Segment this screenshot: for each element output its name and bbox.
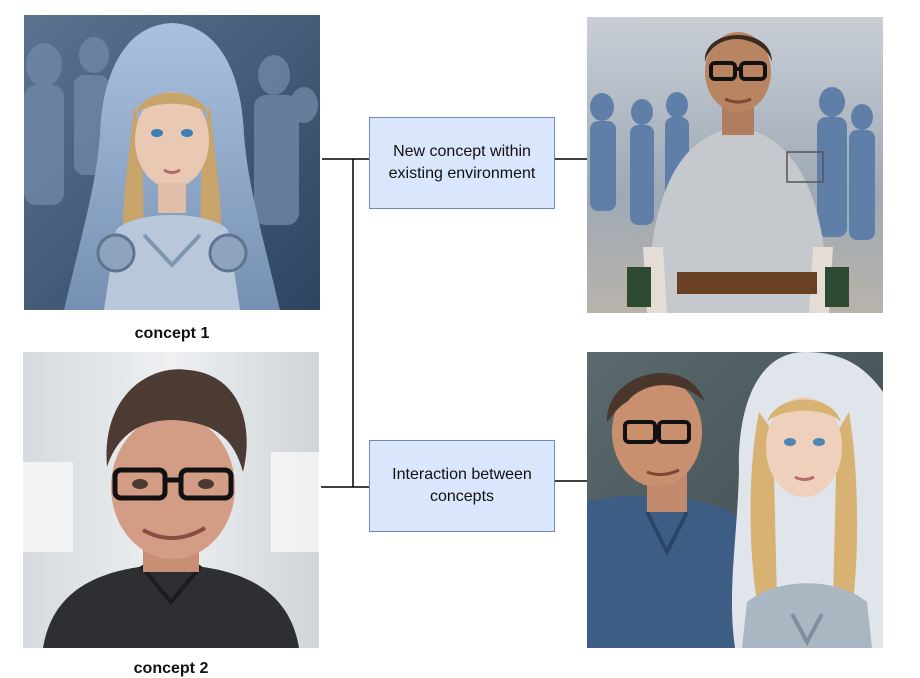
concept-1-caption: concept 1: [134, 325, 210, 342]
concept-1-image: [24, 15, 320, 310]
task-label-2: Interaction between concepts: [392, 466, 532, 505]
concept-2-image: [23, 352, 319, 648]
task-box-concept-interaction: Interaction between concepts: [369, 440, 555, 532]
result-2-image: [587, 352, 883, 648]
concept-2-caption: concept 2: [133, 660, 209, 677]
task-box-new-concept-in-environment: New concept within existing environment: [369, 117, 555, 209]
result-1-image: [587, 17, 883, 313]
task-label-1: New concept within existing environment: [388, 143, 536, 182]
